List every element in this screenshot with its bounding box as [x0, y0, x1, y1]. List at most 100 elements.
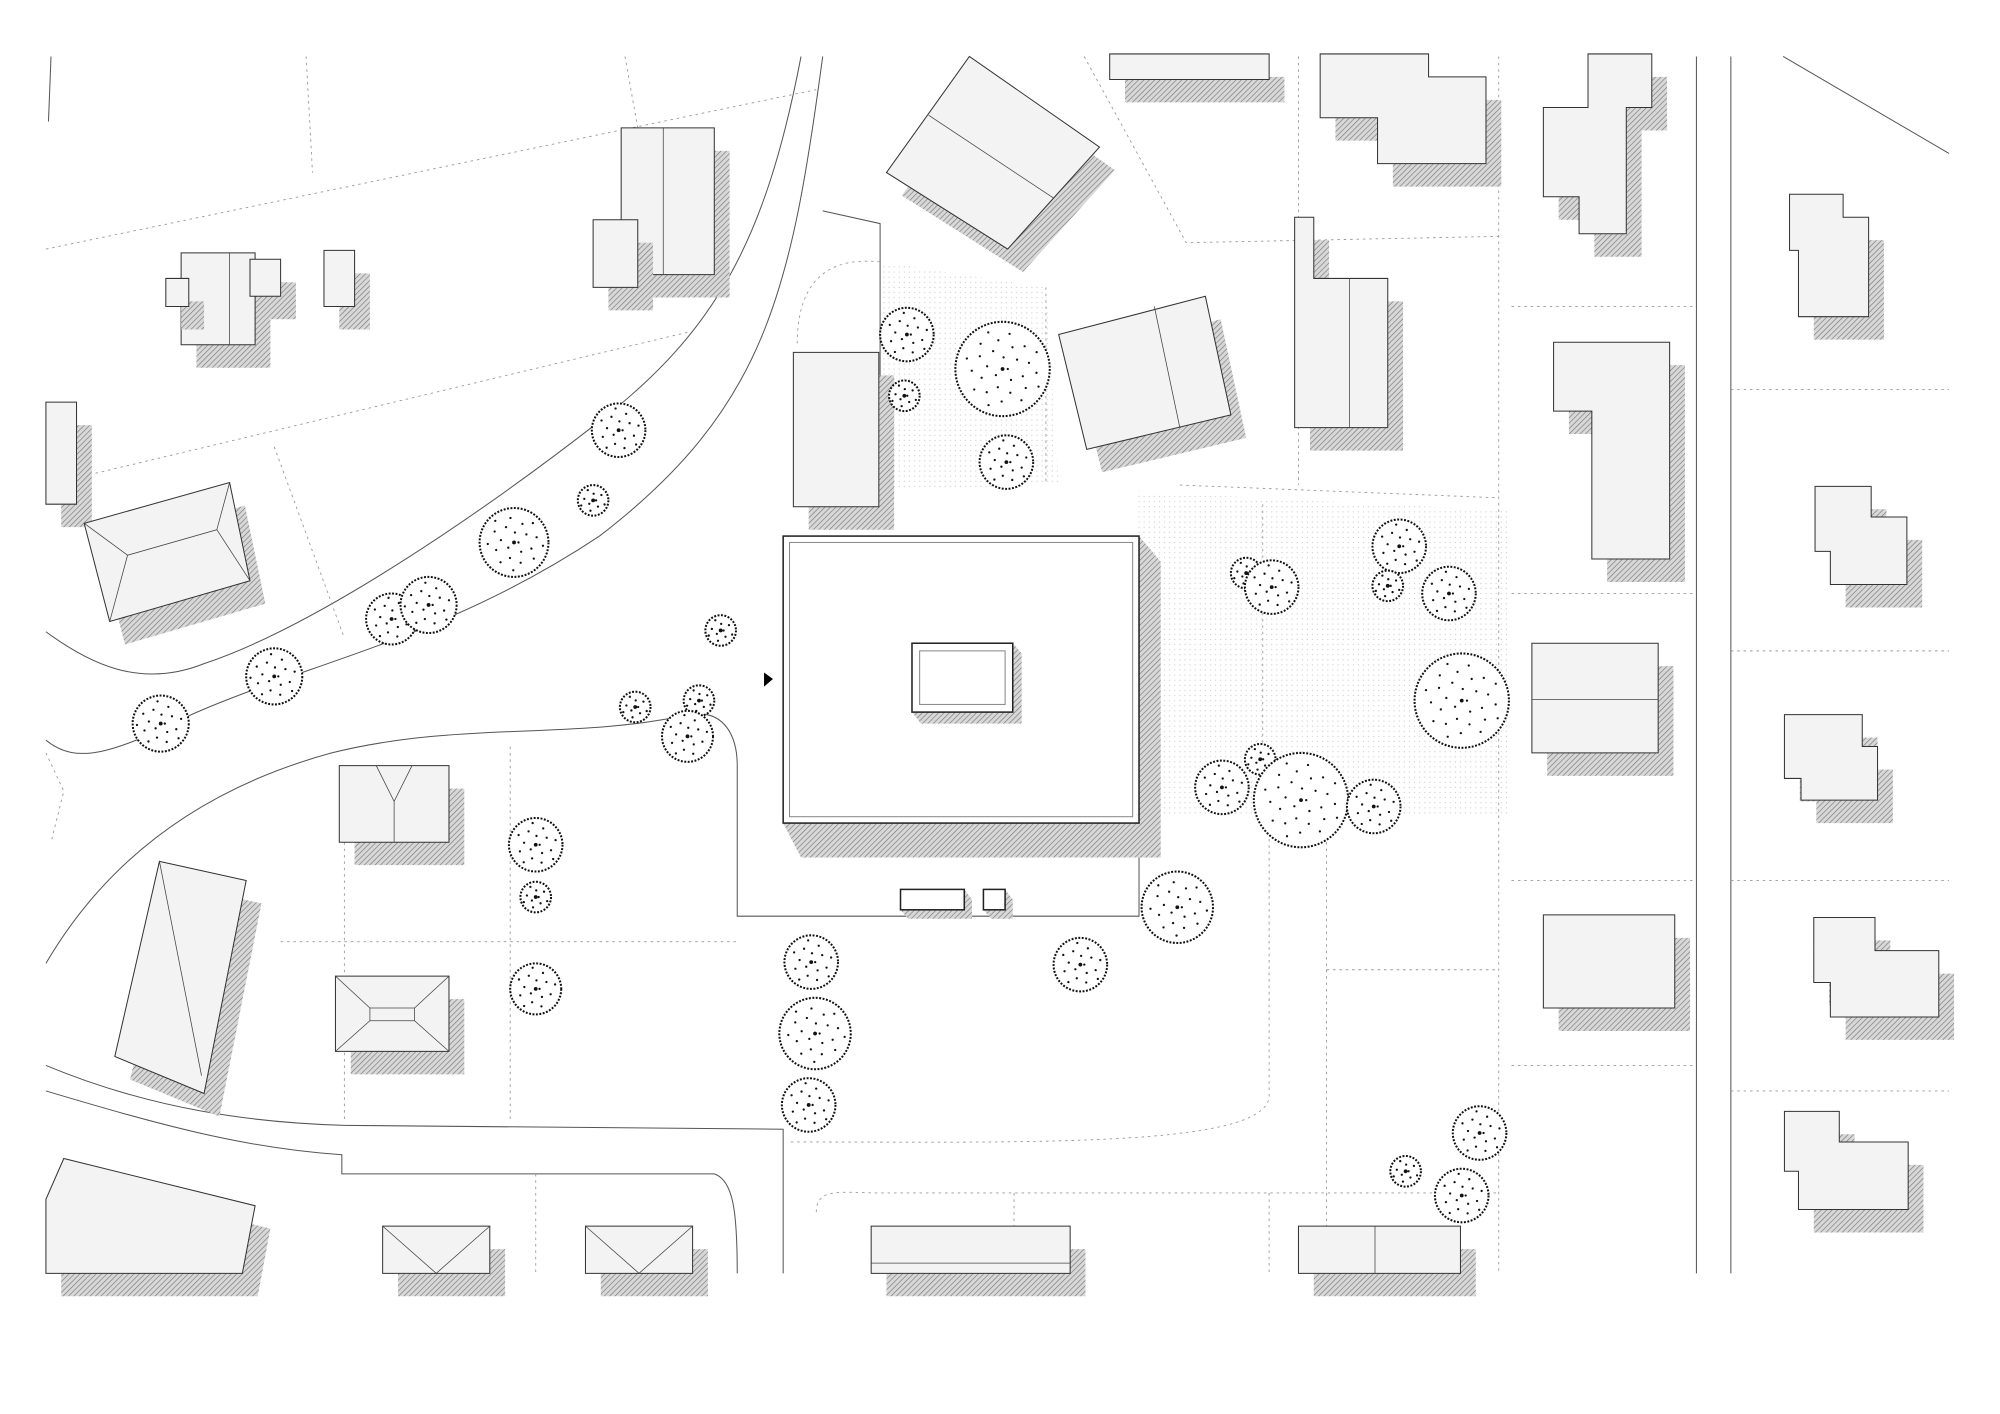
building — [114, 860, 262, 1117]
building — [1553, 341, 1685, 582]
building — [592, 219, 654, 311]
building-footprint — [114, 860, 247, 1095]
tree-icon — [783, 934, 840, 990]
tree-icon — [660, 709, 715, 763]
building — [1813, 916, 1955, 1040]
building — [584, 1225, 708, 1297]
tree-icon — [576, 484, 610, 517]
building-footprint — [1783, 714, 1879, 801]
building-footprint — [1814, 485, 1908, 586]
building — [1109, 53, 1285, 103]
tree-icon — [1389, 1154, 1422, 1188]
building — [45, 1157, 271, 1297]
building-footprint — [885, 55, 1101, 250]
building-footprint — [45, 401, 78, 505]
building — [165, 277, 205, 330]
tree-icon — [954, 320, 1051, 418]
building-footprint — [1058, 295, 1232, 450]
tree-icon — [1243, 559, 1300, 615]
trees — [131, 306, 1510, 1224]
tree-icon — [1371, 518, 1428, 575]
building — [1319, 53, 1502, 187]
building-shadow — [1125, 76, 1285, 103]
building-footprint — [1542, 914, 1676, 1009]
building-footprint — [1789, 193, 1870, 318]
tree-icon — [507, 816, 564, 873]
building-footprint — [1109, 53, 1270, 80]
roof-ridge-line — [375, 765, 413, 843]
tree-icon — [1252, 751, 1350, 849]
building-footprint — [165, 277, 190, 308]
building-footprint — [249, 258, 282, 297]
building-footprint — [1531, 642, 1659, 754]
tree-icon — [1433, 1167, 1490, 1224]
building-footprint — [45, 1157, 256, 1274]
roof-ridge-line — [83, 482, 251, 622]
tree-icon — [1451, 1105, 1508, 1161]
roof-ridge-line — [159, 861, 202, 1076]
building — [1058, 295, 1247, 473]
building-footprint — [584, 1225, 694, 1274]
building-shadow — [181, 301, 205, 330]
tree-icon — [1052, 936, 1109, 993]
roof-ridge-line — [928, 114, 1054, 199]
building — [1783, 714, 1893, 824]
roof-ridge-line — [335, 975, 450, 1052]
building — [1814, 485, 1923, 608]
tree-icon — [478, 507, 550, 578]
building — [334, 975, 465, 1075]
tree-icon — [131, 694, 190, 753]
tree-icon — [590, 402, 647, 459]
building — [792, 351, 895, 530]
building — [83, 481, 266, 645]
buildings — [45, 53, 1955, 1297]
tree-icon — [509, 962, 563, 1016]
tree-icon — [1371, 569, 1405, 603]
tree-icon — [879, 306, 935, 363]
building-footprint — [1783, 1110, 1909, 1211]
tree-icon — [1421, 565, 1477, 622]
building-footprint — [323, 249, 356, 308]
roof-ridge-line — [382, 1225, 491, 1274]
building — [1542, 914, 1691, 1031]
building-footprint — [1813, 916, 1940, 1018]
tree-icon — [1140, 870, 1215, 944]
tree-icon — [399, 575, 458, 635]
building-footprint — [1294, 216, 1389, 429]
building — [1542, 53, 1668, 257]
building — [382, 1225, 506, 1297]
tree-icon — [888, 379, 921, 413]
building — [1789, 193, 1884, 340]
tree-icon — [778, 996, 852, 1071]
roof-ridge-line — [585, 1225, 693, 1274]
tree-icon — [704, 614, 737, 647]
building — [1783, 1110, 1924, 1233]
building-footprint — [792, 351, 880, 508]
tree-icon — [682, 684, 716, 717]
building — [1531, 642, 1674, 776]
building — [323, 249, 370, 330]
tree-icon — [780, 1077, 837, 1133]
tree-icon — [1194, 759, 1250, 816]
building-footprint — [1553, 341, 1671, 560]
tree-icon — [519, 880, 553, 914]
building — [885, 55, 1115, 273]
building-footprint — [1542, 53, 1653, 235]
building — [338, 765, 465, 866]
building-footprint — [382, 1225, 491, 1274]
building — [45, 401, 92, 528]
entrance-arrow-icon — [764, 672, 773, 687]
tree-icon — [978, 434, 1035, 490]
tree-icon — [618, 690, 652, 724]
building-footprint — [180, 252, 256, 346]
building — [1297, 1225, 1476, 1297]
building-footprint — [1297, 1225, 1461, 1274]
courtyard — [911, 642, 1014, 713]
tree-icon — [1345, 778, 1402, 835]
roof-ridge-line — [1153, 306, 1181, 428]
building — [870, 1225, 1086, 1297]
building-footprint — [334, 975, 450, 1052]
building-footprint — [592, 219, 639, 288]
tree-icon — [1413, 652, 1510, 749]
